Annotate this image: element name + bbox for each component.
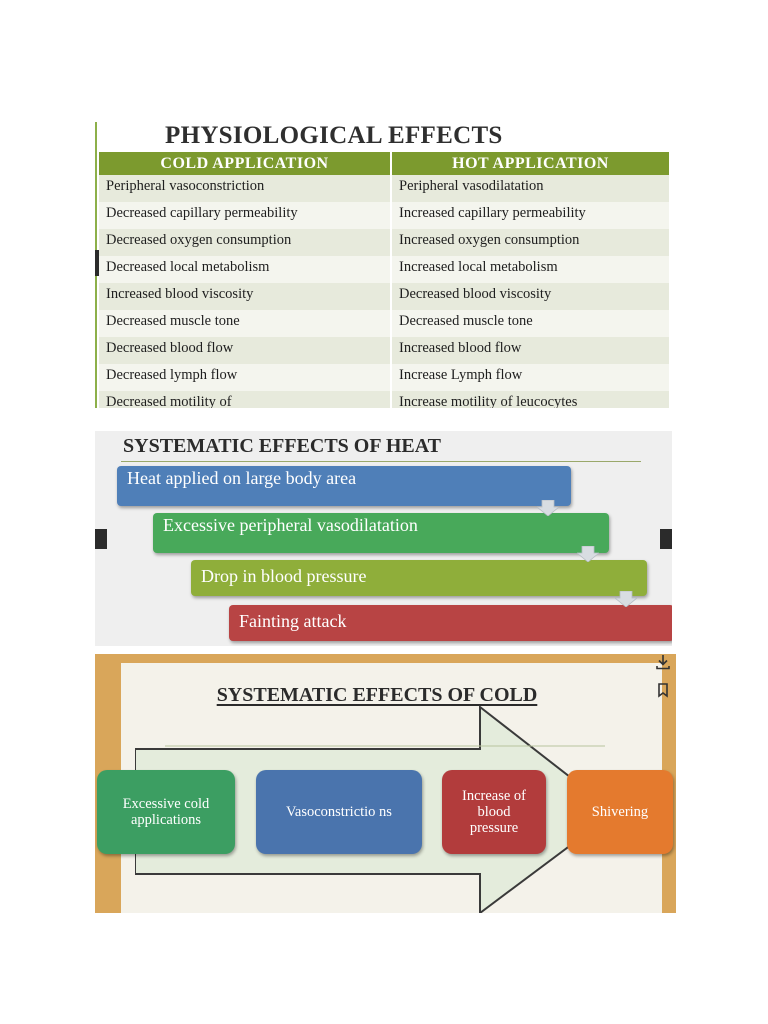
table-cell-cold: Decreased local metabolism <box>99 256 392 283</box>
table-cell-hot: Decreased muscle tone <box>391 310 669 337</box>
table-cell-cold: Decreased motility of leucocytes <box>99 391 392 408</box>
heat-step-2: Excessive peripheral vasodilatation <box>153 513 609 553</box>
table-row: Decreased oxygen consumption Increased o… <box>99 229 669 256</box>
down-arrow-icon <box>577 546 599 562</box>
slide-title: SYSTEMATIC EFFECTS OF HEAT <box>123 435 442 457</box>
table-cell-hot: Increase motility of leucocytes <box>391 391 669 408</box>
table-cell-hot: Increased capillary permeability <box>391 202 669 229</box>
table-row: Decreased blood flow Increased blood flo… <box>99 337 669 364</box>
column-header-cold: COLD APPLICATION <box>99 152 392 175</box>
table-row: Increased blood viscosity Decreased bloo… <box>99 283 669 310</box>
title-underline <box>121 461 641 462</box>
physiological-effects-slide: PHYSIOLOGICAL EFFECTS COLD APPLICATION H… <box>95 122 669 408</box>
table-row: Decreased muscle tone Decreased muscle t… <box>99 310 669 337</box>
table-row: Decreased local metabolism Increased loc… <box>99 256 669 283</box>
heat-step-1: Heat applied on large body area <box>117 466 571 506</box>
table-cell-hot: Increase Lymph flow <box>391 364 669 391</box>
table-cell-hot: Decreased blood viscosity <box>391 283 669 310</box>
down-arrow-icon <box>537 500 559 516</box>
table-cell-cold: Decreased capillary permeability <box>99 202 392 229</box>
table-cell-cold: Decreased blood flow <box>99 337 392 364</box>
table-cell-cold: Increased blood viscosity <box>99 283 392 310</box>
heat-step-3: Drop in blood pressure <box>191 560 647 596</box>
column-header-hot: HOT APPLICATION <box>391 152 669 175</box>
table-row: Decreased lymph flow Increase Lymph flow <box>99 364 669 391</box>
cold-step-3: Increase of blood pressure <box>442 770 546 854</box>
cold-effects-slide: SYSTEMATIC EFFECTS OF COLD Excessive col… <box>95 654 676 913</box>
heat-effects-slide: SYSTEMATIC EFFECTS OF HEAT Heat applied … <box>95 431 672 646</box>
effects-table: COLD APPLICATION HOT APPLICATION Periphe… <box>99 152 669 408</box>
table-cell-hot: Increased local metabolism <box>391 256 669 283</box>
table-cell-hot: Peripheral vasodilatation <box>391 175 669 202</box>
bookmark-icon[interactable] <box>652 679 674 701</box>
heat-step-4: Fainting attack <box>229 605 672 641</box>
cold-step-2: Vasoconstrictio ns <box>256 770 422 854</box>
download-icon[interactable] <box>652 651 674 673</box>
table-cell-hot: Increased blood flow <box>391 337 669 364</box>
table-cell-cold: Peripheral vasoconstriction <box>99 175 392 202</box>
table-row: Decreased capillary permeability Increas… <box>99 202 669 229</box>
slide-edge-marker <box>660 529 672 549</box>
cold-step-4: Shivering <box>567 770 673 854</box>
slide-title: SYSTEMATIC EFFECTS OF COLD <box>216 684 538 706</box>
cold-step-1: Excessive cold applications <box>97 770 235 854</box>
table-header-row: COLD APPLICATION HOT APPLICATION <box>99 152 669 175</box>
slide-edge-marker <box>95 250 101 276</box>
table-cell-hot: Increased oxygen consumption <box>391 229 669 256</box>
table-row: Peripheral vasoconstriction Peripheral v… <box>99 175 669 202</box>
table-cell-cold: Decreased lymph flow <box>99 364 392 391</box>
table-cell-cold: Decreased muscle tone <box>99 310 392 337</box>
down-arrow-icon <box>615 591 637 607</box>
slide-title: PHYSIOLOGICAL EFFECTS <box>165 122 503 149</box>
table-cell-cold: Decreased oxygen consumption <box>99 229 392 256</box>
table-row: Decreased motility of leucocytes Increas… <box>99 391 669 408</box>
slide-edge-marker <box>95 529 107 549</box>
